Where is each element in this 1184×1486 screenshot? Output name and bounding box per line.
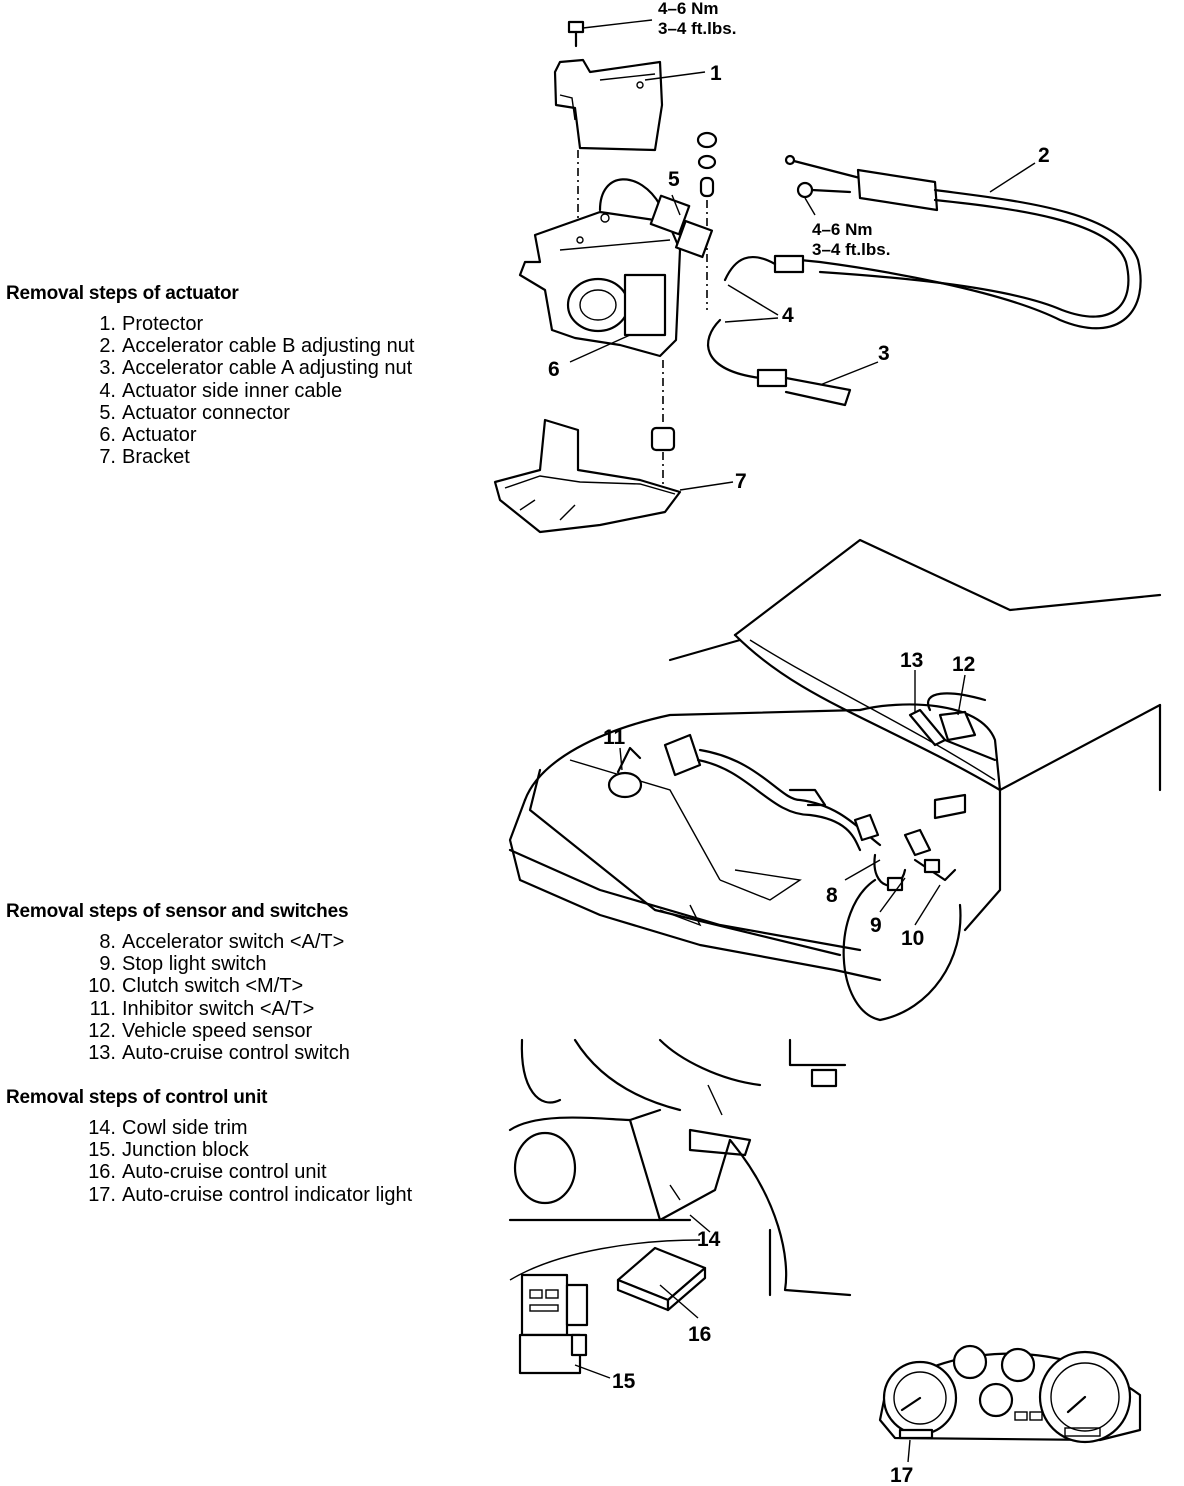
- callout-3: 3: [878, 342, 890, 365]
- callout-17: 17: [890, 1464, 913, 1486]
- list-item: 5.Actuator connector: [99, 401, 290, 424]
- actuator-steps-list: 1.Protector 2.Accelerator cable B adjust…: [6, 313, 414, 468]
- instrument-cluster-illustration: 17: [878, 1344, 1142, 1486]
- list-item: 12.Vehicle speed sensor: [88, 1019, 313, 1042]
- list-item: 13.Auto-cruise control switch: [88, 1042, 350, 1065]
- sensor-steps: Removal steps of sensor and switches 8.A…: [6, 901, 350, 1064]
- pedal-switch-cluster: [853, 793, 967, 892]
- cruise-indicator-light-icon: [898, 1428, 934, 1440]
- torque-label-mid-nm: 4–6 Nm: [812, 220, 872, 239]
- callout-4: 4: [782, 304, 794, 327]
- list-item: 3.Accelerator cable A adjusting nut: [99, 357, 413, 380]
- list-item: 14.Cowl side trim: [88, 1117, 248, 1139]
- mount-insulator-icon: [650, 426, 676, 452]
- vehicle-speed-sensor-icon: [927, 692, 987, 742]
- junction-block-icon: [518, 1273, 589, 1375]
- sensor-steps-list: 8.Accelerator switch <A/T> 9.Stop light …: [6, 931, 350, 1064]
- callout-7: 7: [735, 470, 747, 493]
- callout-1: 1: [710, 62, 722, 85]
- callout-14: 14: [697, 1228, 721, 1251]
- actuator-steps: Removal steps of actuator 1.Protector 2.…: [6, 283, 414, 468]
- actuator-steps-title: Removal steps of actuator: [6, 283, 239, 304]
- callout-15: 15: [612, 1370, 636, 1393]
- temp-gauge: [1000, 1347, 1036, 1383]
- sensor-steps-title: Removal steps of sensor and switches: [6, 901, 349, 922]
- wiring-harness: [663, 733, 882, 852]
- torque-label-mid-ftlbs: 3–4 ft.lbs.: [812, 240, 890, 259]
- callout-5: 5: [668, 168, 680, 191]
- callout-10: 10: [901, 927, 924, 950]
- callout-16: 16: [688, 1323, 711, 1346]
- list-item: 16.Auto-cruise control unit: [88, 1161, 327, 1184]
- list-item: 17.Auto-cruise control indicator light: [88, 1183, 413, 1206]
- fuel-gauge: [952, 1344, 988, 1380]
- list-item: 7.Bracket: [99, 446, 190, 469]
- callout-2: 2: [1038, 144, 1050, 167]
- adjusting-nut-icon: [796, 181, 852, 199]
- interior-illustration: 14 16 15: [508, 1038, 852, 1393]
- torque-label-top-ftlbs: 3–4 ft.lbs.: [658, 19, 736, 38]
- inhibitor-switch-icon: [607, 746, 643, 799]
- callout-9: 9: [870, 914, 882, 937]
- callout-11: 11: [603, 726, 626, 749]
- list-item: 8.Accelerator switch <A/T>: [99, 931, 345, 953]
- cruise-control-switch-icon: [908, 708, 997, 762]
- bolt-icon: [567, 19, 653, 48]
- list-item: 9.Stop light switch: [99, 953, 267, 976]
- list-item: 2.Accelerator cable B adjusting nut: [99, 335, 415, 358]
- list-item: 11.Inhibitor switch <A/T>: [89, 997, 315, 1020]
- callout-6: 6: [548, 358, 560, 381]
- torque-label-top-nm: 4–6 Nm: [658, 0, 718, 18]
- bracket-part: [493, 418, 682, 534]
- list-item: 10.Clutch switch <M/T>: [88, 975, 304, 998]
- control-unit-steps: Removal steps of control unit 14.Cowl si…: [6, 1087, 412, 1206]
- accelerator-cable-a: [706, 318, 852, 407]
- oil-gauge: [978, 1382, 1014, 1418]
- nut-stack-icon: [696, 131, 718, 198]
- callout-13: 13: [900, 649, 923, 672]
- list-item: 15.Junction block: [88, 1139, 249, 1162]
- list-item: 1.Protector: [99, 313, 204, 335]
- list-item: 4.Actuator side inner cable: [99, 379, 343, 402]
- list-item: 6.Actuator: [99, 424, 197, 447]
- actuator-body: [518, 178, 714, 358]
- actuator-assembly-illustration: 4–6 Nm 3–4 ft.lbs. 1: [493, 0, 1142, 534]
- control-unit-steps-list: 14.Cowl side trim 15.Junction block 16.A…: [6, 1117, 412, 1206]
- cruise-control-unit-icon: [616, 1246, 707, 1312]
- protector-part: [553, 58, 664, 152]
- accelerator-cable-b: [723, 154, 1142, 330]
- callout-8: 8: [826, 884, 838, 907]
- callout-12: 12: [952, 653, 975, 676]
- engine-bay-illustration: 11 8 9 10: [508, 538, 1162, 1022]
- control-unit-steps-title: Removal steps of control unit: [6, 1087, 268, 1108]
